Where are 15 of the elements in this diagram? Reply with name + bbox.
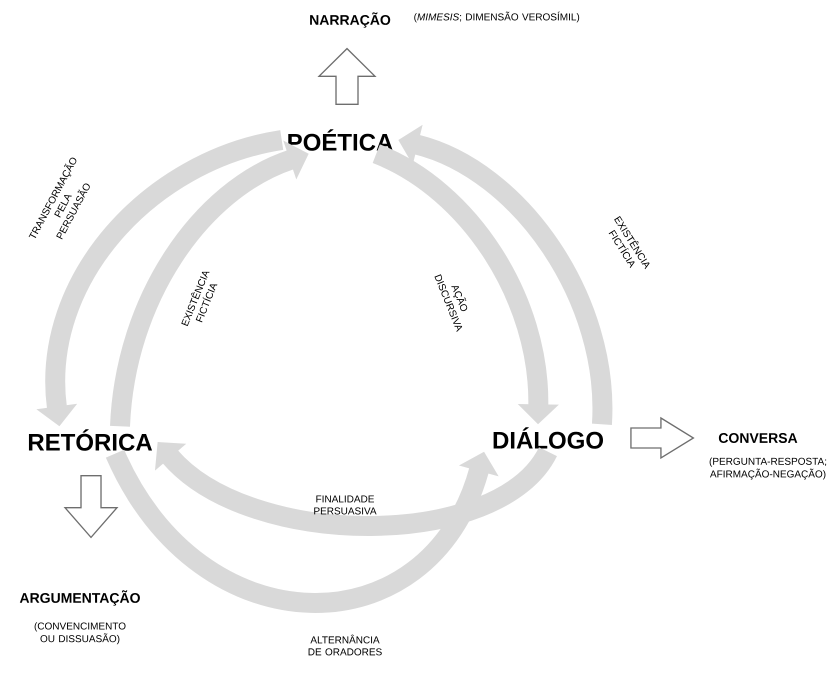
heading: RETÓRICA	[28, 429, 152, 451]
node-note: (MIMESIS; DIMENSÃO VEROSÍMIL)	[414, 12, 580, 22]
block-arrow	[64, 475, 118, 538]
subheading: NARRAÇÃO	[310, 12, 390, 28]
node-note: (CONVENCIMENTO OU DISSUASÃO)	[34, 622, 126, 644]
edge-label: FINALIDADE PERSUASIVA	[314, 496, 377, 514]
curved-arrow	[154, 442, 556, 536]
edge-label: ALTERNÂNCIA DE ORADORES	[308, 634, 382, 656]
block-arrow	[630, 416, 695, 460]
heading: DIÁLOGO	[494, 427, 603, 449]
subheading: CONVERSA	[718, 433, 798, 443]
heading: POÉTICA	[288, 129, 393, 151]
node-note: (PERGUNTA-RESPOSTA; AFIRMAÇÃO-NEGAÇÃO)	[710, 458, 826, 480]
subheading: ARGUMENTAÇÃO	[20, 590, 140, 606]
block-arrow	[317, 48, 377, 105]
